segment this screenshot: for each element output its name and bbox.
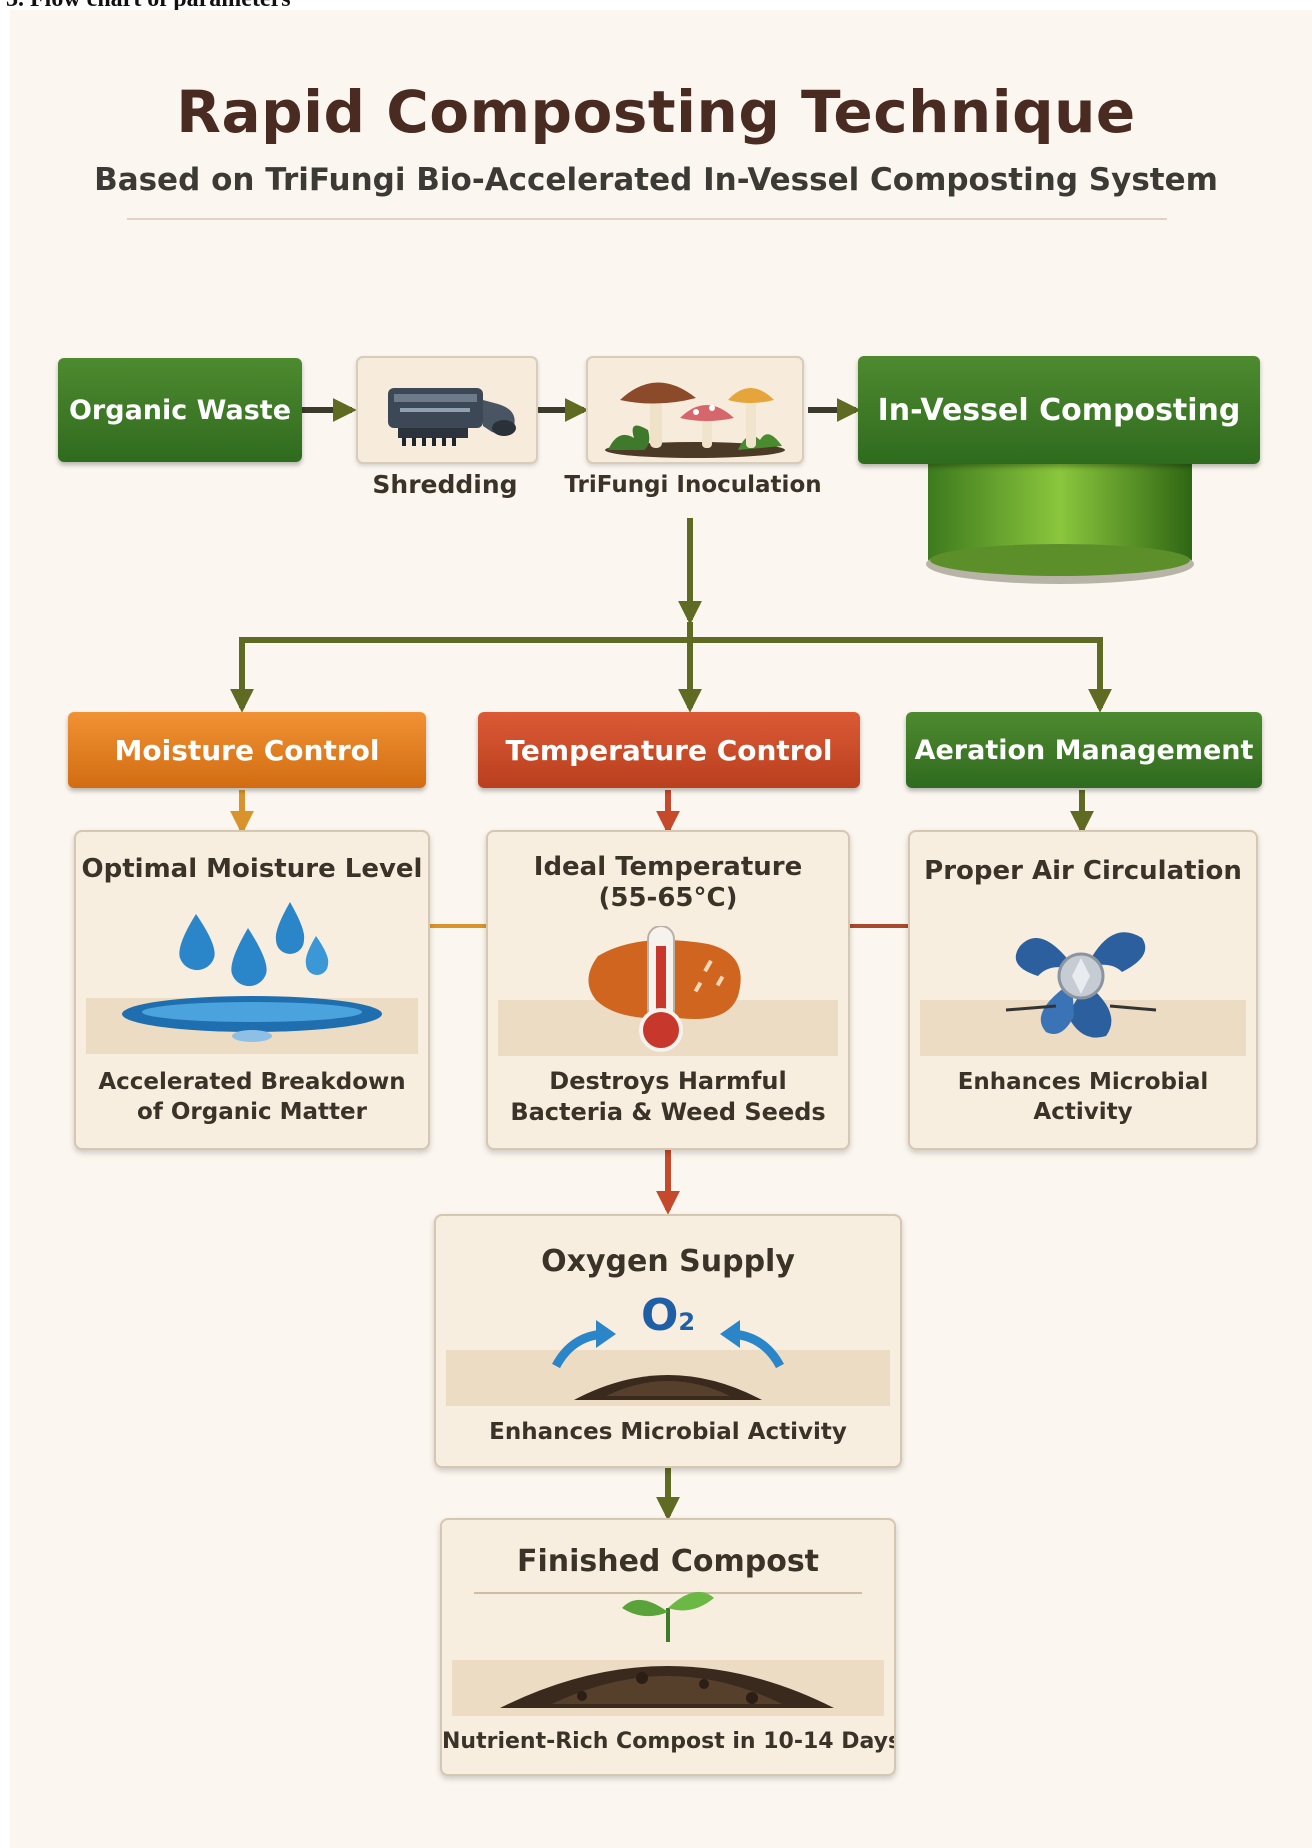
oxygen-card-title: Oxygen Supply — [541, 1244, 795, 1279]
moisture-card: Optimal Moisture Level Accelerated Break… — [74, 830, 430, 1150]
diagram-subtitle: Based on TriFungi Bio-Accelerated In-Ves… — [94, 162, 1218, 198]
aeration-text-line-2: Activity — [1033, 1098, 1133, 1125]
compost-card: Finished Compost Nutrient-Rich Compost i… — [440, 1518, 896, 1776]
seedling-icon — [622, 1591, 714, 1642]
oxygen-card: Oxygen Supply O2 Enhances Microbial Acti… — [434, 1214, 902, 1468]
oxygen-symbol: O2 — [436, 1290, 900, 1341]
shredder-icon — [388, 388, 516, 446]
fan-icon — [1005, 932, 1157, 1038]
organic-waste-box: Organic Waste — [58, 358, 302, 462]
moisture-card-title: Optimal Moisture Level — [81, 854, 423, 884]
inoculation-tile — [586, 356, 804, 464]
aeration-card-text: Enhances Microbial Activity — [910, 1068, 1256, 1128]
aeration-card-title: Proper Air Circulation — [924, 856, 1242, 886]
compost-title-rule — [474, 1592, 862, 1594]
oxygen-arrows-icon — [552, 1320, 784, 1400]
organic-waste-label: Organic Waste — [68, 394, 292, 426]
shredding-caption: Shredding — [372, 470, 518, 499]
oxygen-card-text: Enhances Microbial Activity — [489, 1419, 847, 1445]
diagram-title: Rapid Composting Technique — [176, 78, 1136, 146]
vessel-icon — [926, 462, 1194, 584]
title-divider — [127, 218, 1167, 220]
water-drops-icon — [122, 902, 382, 1042]
in-vessel-label: In-Vessel Composting — [877, 392, 1241, 428]
in-vessel-box: In-Vessel Composting — [858, 356, 1260, 464]
aeration-management-box: Aeration Management — [906, 712, 1262, 788]
moisture-control-label: Moisture Control — [114, 733, 380, 767]
temperature-card: Ideal Temperature (55-65°C) Destroys Har… — [486, 830, 850, 1150]
moisture-control-box: Moisture Control — [68, 712, 426, 788]
thermometer-icon — [588, 926, 741, 1052]
moisture-text-line-1: Accelerated Breakdown — [98, 1069, 406, 1095]
temperature-card-title: Ideal Temperature (55-65°C) — [488, 852, 848, 914]
temperature-text-line-2: Bacteria & Weed Seeds — [510, 1098, 826, 1127]
aeration-text-line-1: Enhances Microbial — [957, 1069, 1209, 1095]
inoculation-caption: TriFungi Inoculation — [564, 472, 822, 498]
compost-card-title: Finished Compost — [516, 1544, 820, 1579]
moisture-text-line-2: of Organic Matter — [137, 1098, 367, 1125]
aeration-card: Proper Air Circulation Enhances Microbia… — [908, 830, 1258, 1150]
oxygen-letter: O — [640, 1290, 679, 1341]
aeration-management-label: Aeration Management — [914, 734, 1254, 766]
compost-pile-icon — [500, 1666, 834, 1708]
temperature-title-line-1: Ideal Temperature — [533, 852, 803, 882]
oxygen-subscript: 2 — [678, 1308, 696, 1336]
mushroom-icon — [605, 382, 785, 458]
temperature-control-box: Temperature Control — [478, 712, 860, 788]
temperature-text-line-1: Destroys Harmful — [549, 1067, 787, 1095]
moisture-card-text: Accelerated Breakdown of Organic Matter — [76, 1068, 428, 1128]
temperature-card-text: Destroys Harmful Bacteria & Weed Seeds — [488, 1066, 848, 1128]
compost-card-text: Nutrient-Rich Compost in 10-14 Days — [442, 1729, 896, 1754]
temperature-control-label: Temperature Control — [505, 733, 833, 767]
temperature-title-line-2: (55-65°C) — [598, 883, 738, 914]
section-heading: 3. Flow chart of parameters — [6, 0, 291, 13]
shredding-tile — [356, 356, 538, 464]
